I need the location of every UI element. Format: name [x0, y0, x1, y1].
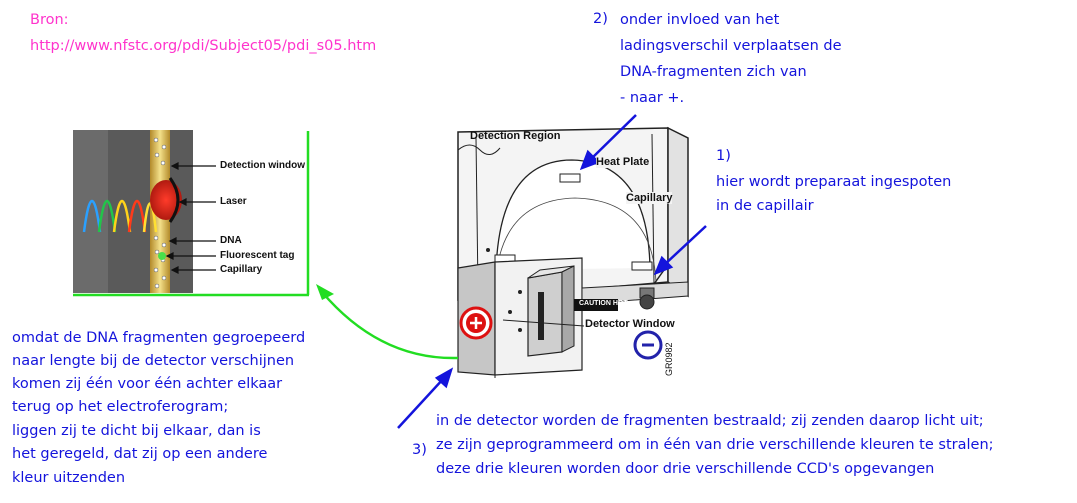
step3-line-3: deze drie kleuren worden door drie versc… [436, 461, 935, 477]
step2-number: 2) [593, 11, 608, 27]
blue-arrows [397, 114, 707, 429]
step3-line-1: in de detector worden de fragmenten best… [436, 413, 984, 429]
label-laser: Laser [220, 196, 247, 207]
source-label: Bron: [30, 12, 69, 28]
label-heat-plate: Heat Plate [596, 156, 650, 168]
left-line-7: kleur uitzenden [12, 470, 126, 486]
label-capillary-main: Capillary [626, 192, 673, 204]
left-line-6: het geregeld, dat zij op een andere [12, 446, 268, 462]
detection-window-bracket [168, 177, 180, 223]
step2-line-3: DNA-fragmenten zich van [620, 64, 807, 80]
label-detection-window: Detection window [220, 160, 305, 171]
step3-line-2: ze zijn geprogrammeerd om in één van dri… [436, 437, 994, 453]
detector-block [527, 271, 563, 357]
source-url[interactable]: http://www.nfstc.org/pdi/Subject05/pdi_s… [30, 38, 377, 54]
left-line-3: komen zij één voor één achter elkaar [12, 376, 283, 392]
step1-line-1: hier wordt preparaat ingespoten [716, 174, 952, 190]
label-detection-region: Detection Region [470, 130, 561, 142]
step2-line-4: - naar +. [620, 90, 685, 106]
minus-terminal [633, 330, 663, 360]
inset-photo [73, 130, 310, 293]
label-detector-window: Detector Window [585, 318, 675, 330]
emission-arcs [82, 199, 158, 233]
injection-port [639, 269, 665, 310]
label-code: GR0982 [664, 342, 674, 376]
step1-number: 1) [716, 148, 731, 164]
green-frame [73, 131, 310, 297]
left-line-5: liggen zij te dicht bij elkaar, dan is [12, 423, 261, 439]
left-line-1: omdat de DNA fragmenten gegroepeerd [12, 330, 306, 346]
step2-line-1: onder invloed van het [620, 12, 780, 28]
step3-number: 3) [412, 442, 427, 458]
heat-plate [495, 159, 651, 271]
step2-line-2: ladingsverschil verplaatsen de [620, 38, 842, 54]
step1-line-2: in de capillair [716, 198, 814, 214]
laser-spot [150, 180, 182, 220]
green-curved-arrow [316, 284, 459, 360]
instrument-drawing [457, 126, 689, 378]
label-dna: DNA [220, 235, 242, 246]
caution-sticker [574, 299, 618, 311]
label-fluorescent-tag: Fluorescent tag [220, 250, 295, 261]
left-line-2: naar lengte bij de detector verschijnen [12, 353, 295, 369]
label-caution: CAUTION HOT [579, 300, 628, 307]
left-line-4: terug op het electroferogram; [12, 399, 229, 415]
plus-terminal [459, 306, 493, 340]
label-capillary-inset: Capillary [220, 264, 263, 275]
fluorescent-tag [158, 252, 166, 260]
